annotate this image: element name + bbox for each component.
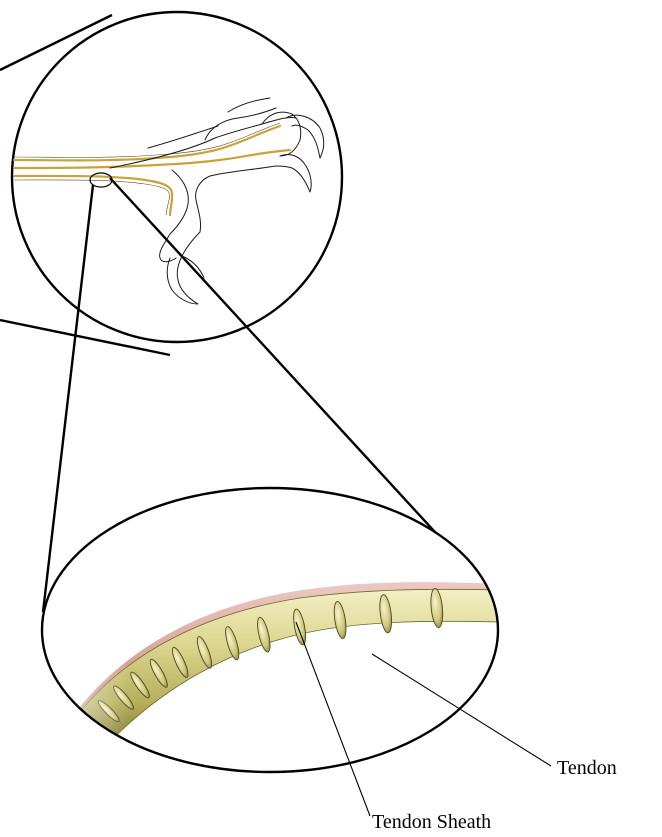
claw-foot-outline bbox=[110, 98, 324, 304]
tendon-label: Tendon bbox=[557, 757, 617, 779]
connector-upper-left bbox=[0, 15, 112, 70]
tendon-sheath-label: Tendon Sheath bbox=[372, 811, 491, 833]
foot-tendons bbox=[14, 123, 290, 215]
connector-lower-left bbox=[0, 320, 170, 355]
zoom-source-ellipse bbox=[90, 173, 112, 187]
foot-detail-circle bbox=[12, 12, 342, 342]
magnified-tendon-view bbox=[40, 488, 500, 772]
